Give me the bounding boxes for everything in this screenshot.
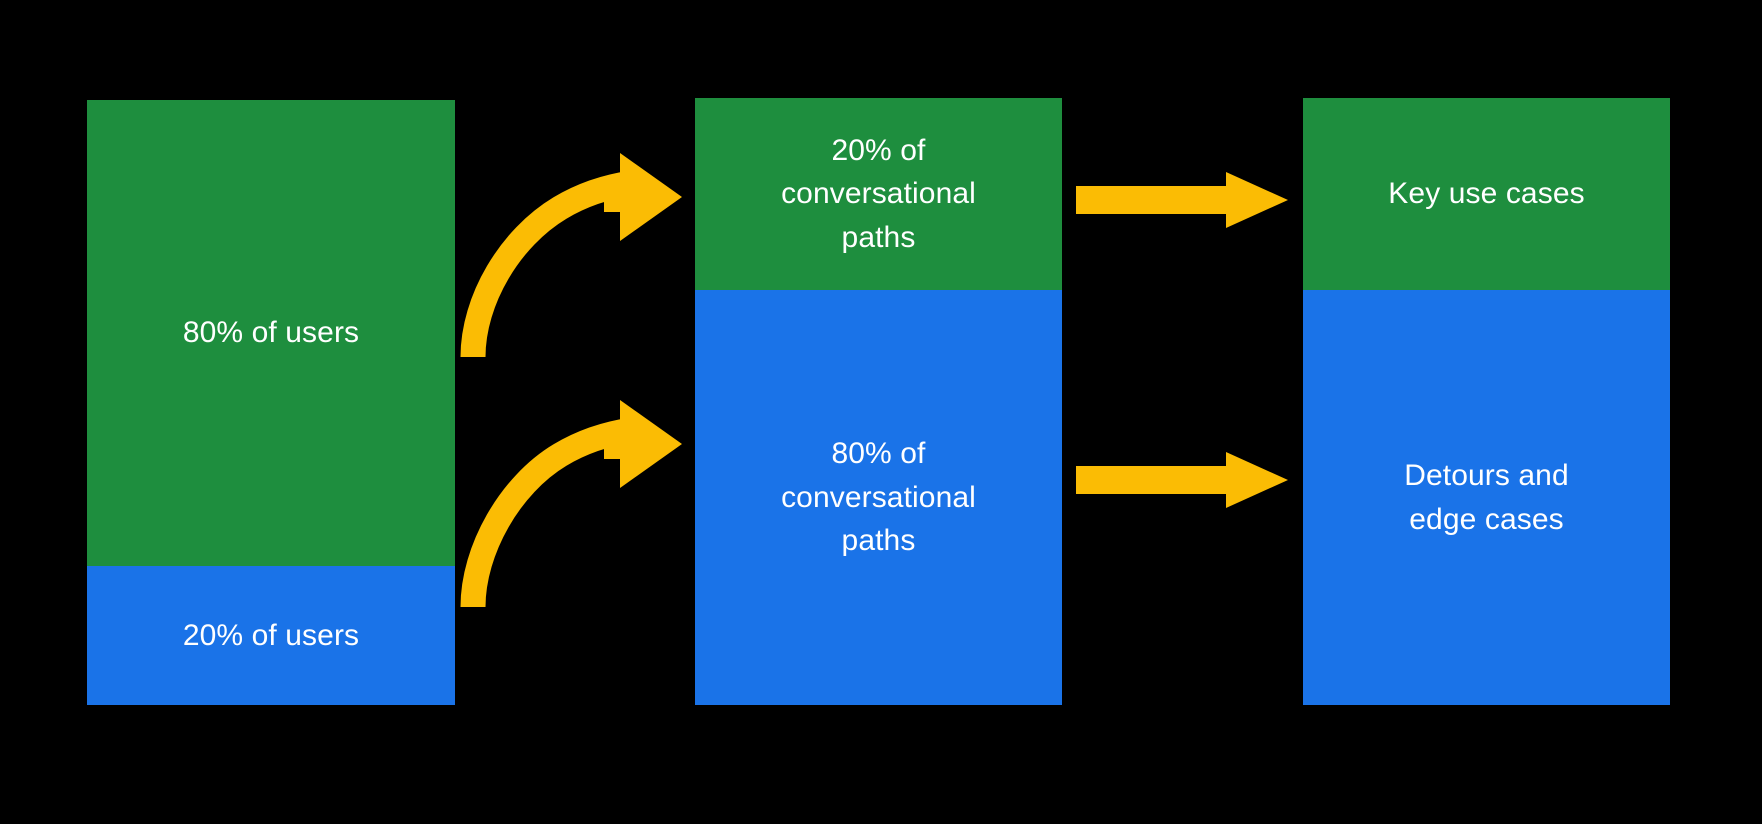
- curved-arrow-up-icon: [460, 153, 682, 358]
- segment-paths-minor-label: 20% of conversational paths: [781, 133, 976, 254]
- column-users: 80% of users 20% of users: [87, 100, 455, 705]
- column-outcomes: Key use cases Detours and edge cases: [1303, 98, 1670, 705]
- segment-paths-major-label: 80% of conversational paths: [781, 437, 976, 558]
- column-conversational-paths: 20% of conversational paths 80% of conve…: [695, 98, 1062, 705]
- segment-users-minor[interactable]: 20% of users: [87, 566, 455, 705]
- straight-arrow-top-icon: [1076, 172, 1288, 228]
- segment-paths-major[interactable]: 80% of conversational paths: [695, 290, 1062, 705]
- straight-arrow-bottom-icon: [1076, 452, 1288, 508]
- curved-arrow-down-icon: [460, 400, 682, 608]
- segment-key-use-cases-label: Key use cases: [1388, 177, 1585, 211]
- segment-paths-minor[interactable]: 20% of conversational paths: [695, 98, 1062, 290]
- segment-detours-edge-cases-label: Detours and edge cases: [1404, 459, 1569, 536]
- segment-users-major-label: 80% of users: [182, 316, 360, 350]
- segment-users-major[interactable]: 80% of users: [87, 100, 455, 566]
- segment-key-use-cases[interactable]: Key use cases: [1303, 98, 1670, 290]
- segment-users-minor-label: 20% of users: [182, 618, 360, 652]
- segment-detours-edge-cases[interactable]: Detours and edge cases: [1303, 290, 1670, 705]
